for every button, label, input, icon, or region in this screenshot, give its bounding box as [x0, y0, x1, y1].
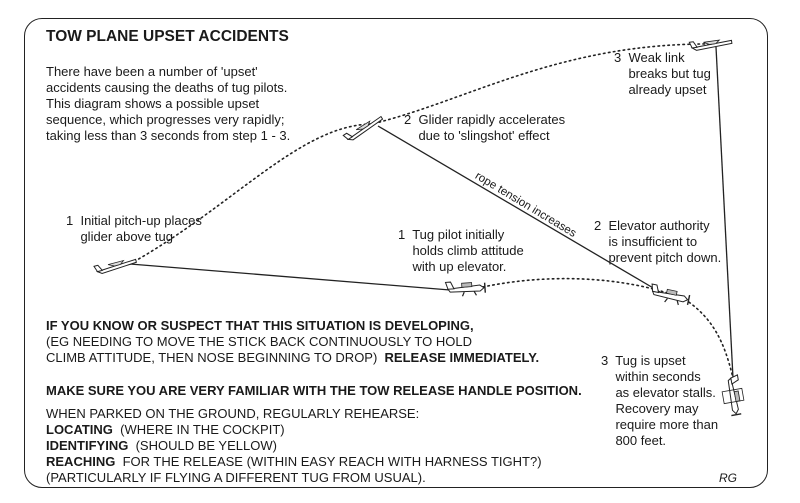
intro-text: There have been a number of 'upset' acci… [46, 64, 291, 143]
release-immediately-text: RELEASE IMMEDIATELY. [384, 350, 540, 365]
warning-line-3: CLIMB ATTITUDE, THEN NOSE BEGINNING TO D… [46, 350, 539, 366]
rehearse-detail: FOR THE RELEASE (WITHIN EASY REACH WITH … [122, 454, 542, 469]
familiar-headline: MAKE SURE YOU ARE VERY FAMILIAR WITH THE… [46, 383, 582, 398]
warning-line-3-prefix: CLIMB ATTITUDE, THEN NOSE BEGINNING TO D… [46, 350, 378, 365]
rehearse-key: REACHING [46, 454, 116, 469]
label-tug-step-2: 2 Elevator authority is insufficient to … [594, 218, 722, 265]
tow-rope-1 [129, 263, 451, 291]
label-glider-step-1: 1 Initial pitch-up places glider above t… [66, 213, 202, 244]
signature: RG [719, 471, 737, 485]
label-glider-step-2: 2 Glider rapidly accelerates due to 'sli… [404, 112, 566, 143]
rehearse-item-locating: LOCATING (WHERE IN THE COCKPIT) [46, 422, 285, 438]
label-tug-step-1: 1 Tug pilot initially holds climb attitu… [398, 227, 524, 274]
rehearse-intro: WHEN PARKED ON THE GROUND, REGULARLY REH… [46, 406, 420, 421]
label-glider-step-3: 3 Weak link breaks but tug already upset [614, 50, 711, 97]
tug-1-icon [444, 281, 487, 297]
tug-3-icon [721, 374, 745, 417]
rounded-border [24, 18, 768, 488]
tow-rope-2 [377, 125, 661, 293]
glider-path [129, 43, 717, 265]
rehearse-detail: (SHOULD BE YELLOW) [135, 438, 277, 453]
rehearse-key: IDENTIFYING [46, 438, 129, 453]
rehearse-detail: (WHERE IN THE COCKPIT) [120, 422, 285, 437]
rehearse-key: LOCATING [46, 422, 113, 437]
tow-rope-3 [715, 46, 734, 379]
glider-1-icon [93, 258, 137, 275]
label-tug-step-3: 3 Tug is upset within seconds as elevato… [601, 353, 719, 448]
tug-2-icon [651, 283, 691, 306]
warning-line-2: (EG NEEDING TO MOVE THE STICK BACK CONTI… [46, 334, 472, 349]
rehearse-note: (PARTICULARLY IF FLYING A DIFFERENT TUG … [46, 470, 426, 485]
page-title: TOW PLANE UPSET ACCIDENTS [46, 28, 289, 45]
rehearse-item-reaching: REACHING FOR THE RELEASE (WITHIN EASY RE… [46, 454, 542, 470]
glider-2-icon [342, 115, 384, 141]
rehearse-item-identifying: IDENTIFYING (SHOULD BE YELLOW) [46, 438, 277, 454]
glider-3-icon [688, 39, 733, 51]
warning-headline: IF YOU KNOW OR SUSPECT THAT THIS SITUATI… [46, 318, 474, 333]
